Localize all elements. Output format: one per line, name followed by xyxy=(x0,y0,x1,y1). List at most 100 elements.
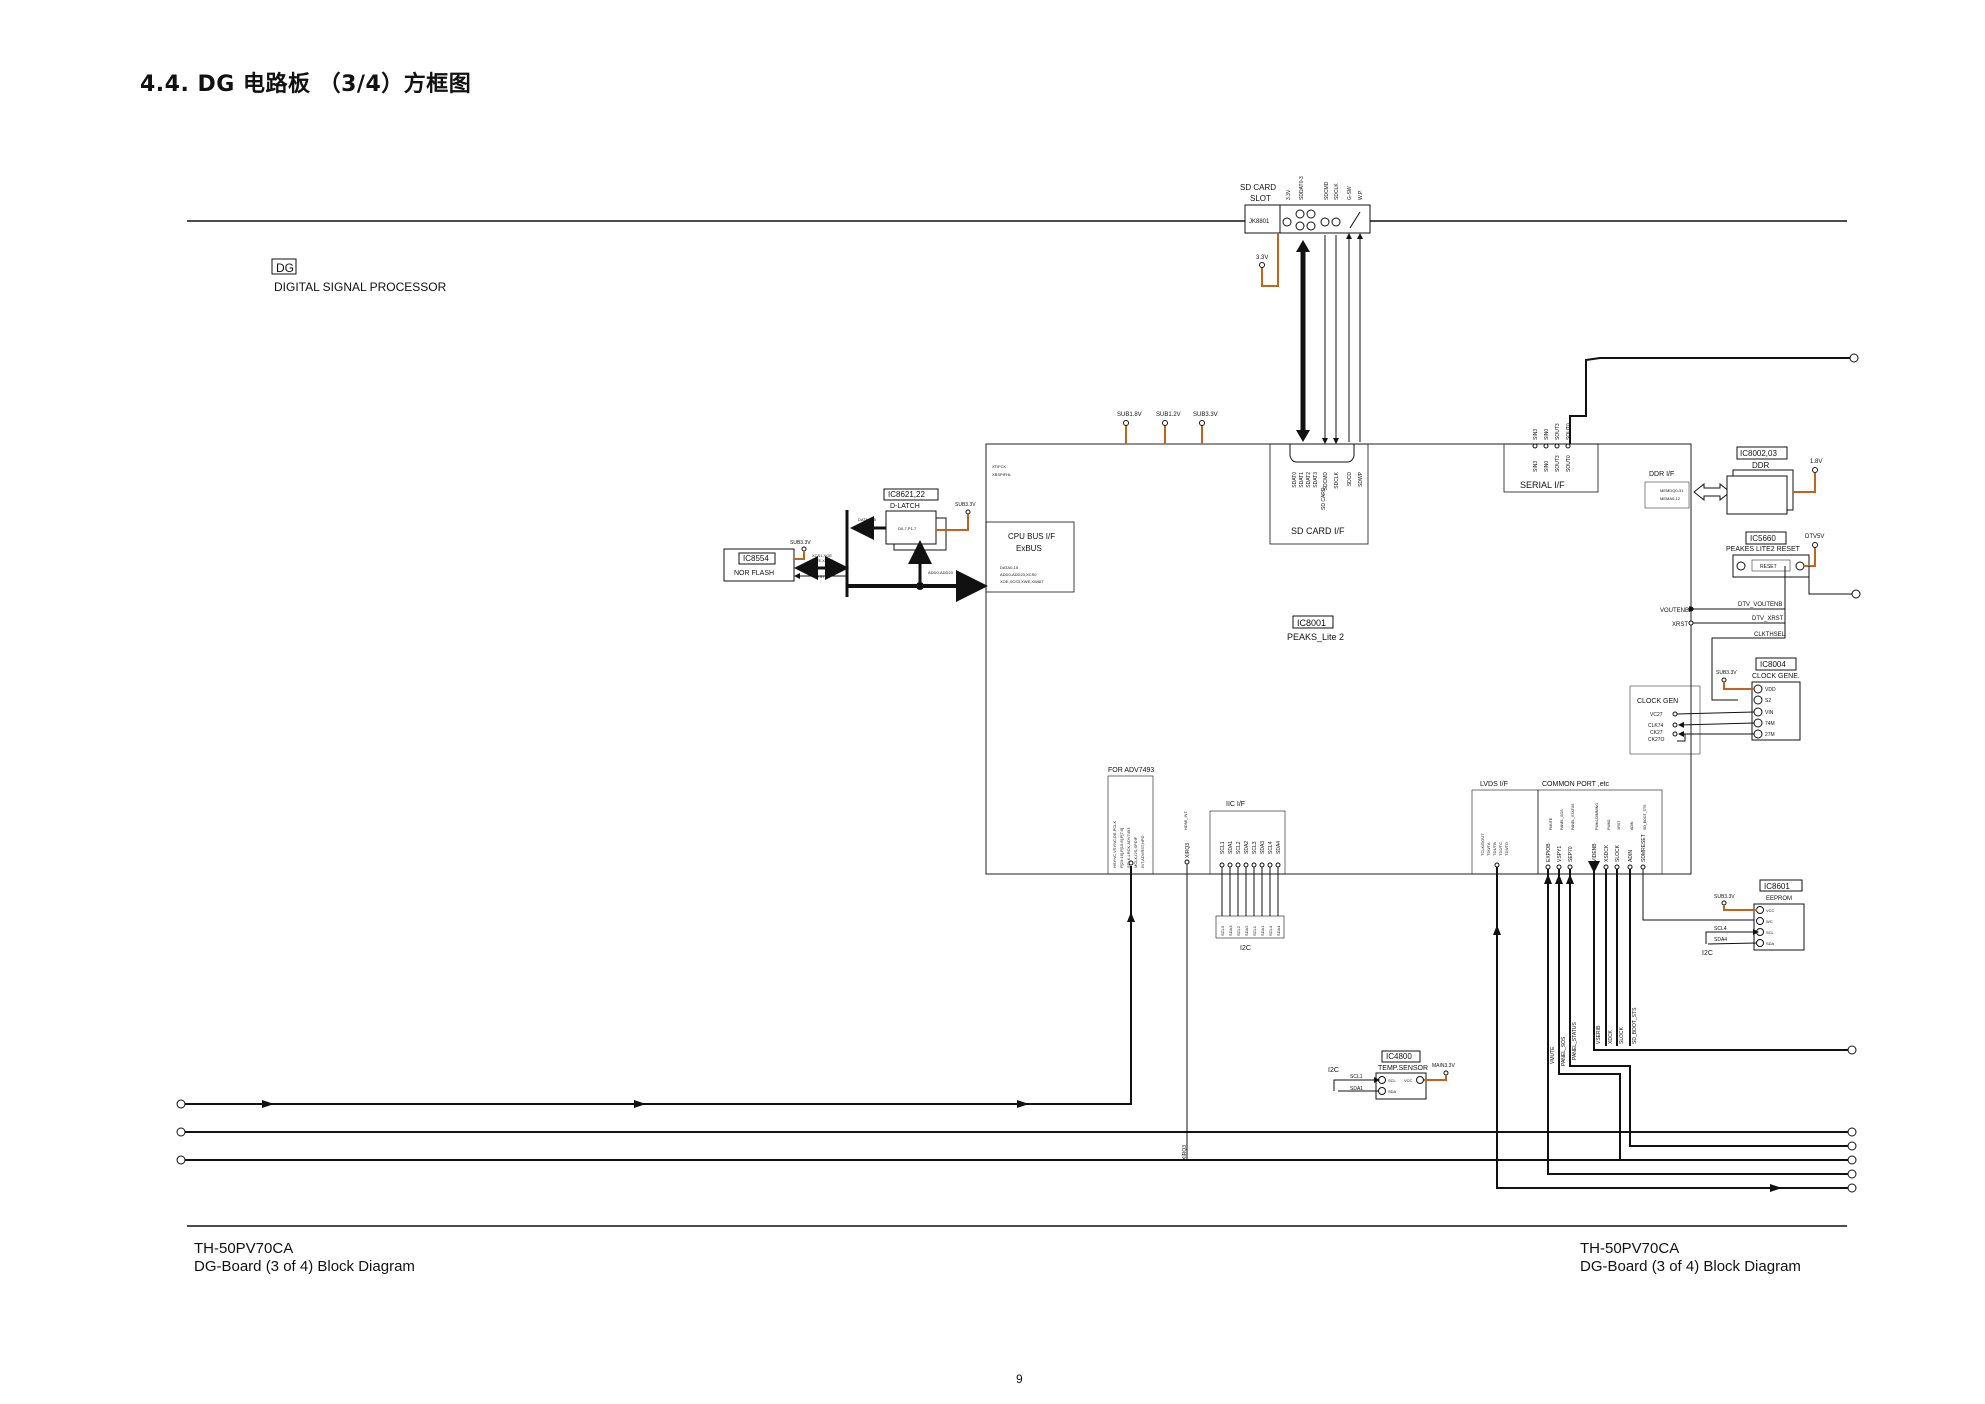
iic-pins: SCL1 SDA1 SCL2 SDA2 SCL3 SDA3 SCL4 SDA4 xyxy=(1220,841,1282,854)
reset-ref: IC5660 xyxy=(1750,534,1776,543)
svg-text:SCL1: SCL1 xyxy=(1220,841,1226,854)
footer-left-caption: DG-Board (3 of 4) Block Diagram xyxy=(194,1258,415,1275)
svg-text:SIN0: SIN0 xyxy=(1544,429,1550,440)
svg-text:SDA4: SDA4 xyxy=(1276,841,1282,854)
main-ic-box xyxy=(985,443,1692,875)
latch-supply: SUB3.3V xyxy=(955,502,976,508)
svg-text:SDCD: SDCD xyxy=(1347,472,1353,487)
svg-text:SDA1: SDA1 xyxy=(1228,841,1234,854)
main-ic-ref: IC8001 xyxy=(1297,618,1326,628)
svg-text:XIRQ3: XIRQ3 xyxy=(1185,843,1191,858)
svg-text:VC27: VC27 xyxy=(1650,712,1663,718)
svg-text:SD_BOOT_STS: SD_BOOT_STS xyxy=(1643,804,1647,830)
svg-text:SCL4: SCL4 xyxy=(1714,926,1727,932)
main-ic-inner-note2: XBSPIFHL xyxy=(992,472,1012,477)
svg-text:CLK74: CLK74 xyxy=(1648,723,1664,729)
svg-text:SIN3: SIN3 xyxy=(1533,429,1539,440)
iic-block: IIC I/F SCL1 SDA1 SCL2 SDA2 SCL3 SDA3 SC… xyxy=(1209,801,1286,952)
serial-label: SERIAL I/F xyxy=(1520,480,1565,490)
svg-text:EXPIOB: EXPIOB xyxy=(1546,843,1552,862)
svg-text:TCLK/DOUT: TCLK/DOUT xyxy=(1480,833,1485,856)
svg-text:SCL4: SCL4 xyxy=(1268,841,1274,854)
svg-text:DATA0-15: DATA0-15 xyxy=(1000,565,1019,570)
board-tag: DG xyxy=(276,261,294,275)
reset-supply: DTV5V xyxy=(1805,534,1824,540)
svg-text:SCL: SCL xyxy=(1766,930,1775,935)
reset-ic: IC5660 PEAKES LITE2 RESET RESET DTV5V xyxy=(1726,531,1861,599)
common-pins: EXPIOB VSPY1 SEP70 VIDENB XSDCK SLOCK AD… xyxy=(1546,834,1647,862)
svg-text:SDA3: SDA3 xyxy=(1260,841,1266,854)
svg-text:MEMDQ0-31: MEMDQ0-31 xyxy=(1660,488,1684,493)
svg-text:SDAT0: SDAT0 xyxy=(1292,472,1298,488)
svg-text:DTV_XRST: DTV_XRST xyxy=(1752,616,1784,622)
main-supplies: SUB1.8V SUB1.2V SUB3.3V xyxy=(1117,412,1218,444)
svg-text:SCL4: SCL4 xyxy=(1268,925,1273,936)
dtv-signals: VOUTENB DTV_VOUTENB XRST DTV_XRST CLKTHS… xyxy=(1660,566,1786,701)
svg-text:VSERIB: VSERIB xyxy=(1596,1025,1602,1044)
svg-text:TD0/TA: TD0/TA xyxy=(1486,842,1491,856)
svg-text:XRST: XRST xyxy=(1672,622,1688,628)
iic-out-pins: SCL3 SDA3 SCL2 SDA2 SCL1 SDA1 SCL4 SDA4 xyxy=(1220,925,1281,936)
clock-gen-label: CLOCK GEN xyxy=(1637,698,1678,705)
svg-text:SDA1: SDA1 xyxy=(1260,925,1265,936)
latch-name: D-LATCH xyxy=(890,503,920,510)
common-inner-labels: PMUTE PANEL_SOS PANEL_STATUS PWM1/DIMMIN… xyxy=(1549,803,1647,830)
svg-text:PWM1/DIMMING: PWM1/DIMMING xyxy=(1595,803,1599,830)
sd-inner-label: SD CARD xyxy=(1321,487,1327,510)
ddr-iface: DDR I/F xyxy=(1649,471,1674,478)
svg-text:SDWP: SDWP xyxy=(1358,471,1364,487)
svg-text:SCL: SCL xyxy=(1388,1078,1397,1083)
common-port: COMMON PORT ,etc PMUTE PANEL_SOS PANEL_S… xyxy=(1537,781,1857,1179)
eeprom-supply: SUB3.3V xyxy=(1714,894,1735,900)
temp-supply: MAIN3.3V xyxy=(1432,1063,1455,1069)
sd-pin-dat: SDDAT0-3 xyxy=(1299,176,1305,200)
svg-text:XDCK: XDCK xyxy=(1608,1029,1614,1044)
latch-ref: IC8621,22 xyxy=(888,490,925,499)
svg-text:SIN0: SIN0 xyxy=(1544,461,1550,472)
svg-text:CK27: CK27 xyxy=(1650,730,1663,736)
svg-text:ADIN: ADIN xyxy=(1630,821,1634,830)
sd-pin-gsw: G-SW xyxy=(1347,186,1353,200)
sd-iface-label: SD CARD I/F xyxy=(1291,526,1345,536)
iic-bus-label: I2C xyxy=(1240,945,1251,952)
svg-text:WC: WC xyxy=(1766,919,1773,924)
clock-block: CLOCK GEN VC27 CLK74 CK27 CK27O IC8004 C… xyxy=(1629,657,1801,755)
temp-sensor: IC4800 TEMP.SENSOR SCL SDA VCC MAIN3.3V … xyxy=(1328,1050,1455,1100)
svg-text:PANEL_STATUS: PANEL_STATUS xyxy=(1572,1022,1578,1060)
svg-text:CLKTHSEL: CLKTHSEL xyxy=(1754,632,1786,638)
svg-text:SDA: SDA xyxy=(1388,1089,1397,1094)
svg-text:S2: S2 xyxy=(1765,698,1771,704)
bottom-rails xyxy=(176,1099,1857,1165)
svg-text:VIDENB: VIDENB xyxy=(1592,843,1598,862)
svg-text:SDAT2: SDAT2 xyxy=(1306,472,1312,488)
svg-text:SDA3: SDA3 xyxy=(1228,925,1233,936)
adv-block: FOR ADV7493 HSYNC,VSYNC,DE,PCLK P[23:16]… xyxy=(181,767,1191,1160)
supply-sub18: SUB1.8V xyxy=(1117,412,1142,418)
svg-text:VOUTENB: VOUTENB xyxy=(1660,608,1689,614)
ddr-ref: IC8002,03 xyxy=(1740,449,1777,458)
svg-text:SDA1: SDA1 xyxy=(1350,1086,1363,1092)
svg-text:XCS1,XOE: XCS1,XOE xyxy=(812,553,832,558)
ddr-block: DDR I/F MEMDQ0-31 MEMA0-12 IC8002,03 DDR… xyxy=(1644,446,1822,515)
main-ic-name: PEAKS_Lite 2 xyxy=(1287,632,1344,642)
footer-left-model: TH-50PV70CA xyxy=(194,1240,294,1257)
svg-text:VCC: VCC xyxy=(1766,908,1775,913)
page-title: 4.4. DG 电路板 （3/4）方框图 xyxy=(140,72,472,97)
svg-text:SLOCK: SLOCK xyxy=(1619,1026,1625,1044)
footer-right-caption: DG-Board (3 of 4) Block Diagram xyxy=(1580,1258,1801,1275)
svg-text:HDMI_INT: HDMI_INT xyxy=(1183,811,1188,830)
svg-text:VIN: VIN xyxy=(1765,710,1774,716)
svg-text:P[23:16],P[15:8],P[7:0]: P[23:16],P[15:8],P[7:0] xyxy=(1119,828,1124,868)
sd-title-2: SLOT xyxy=(1250,194,1271,203)
svg-text:ADD0-ADD23: ADD0-ADD23 xyxy=(928,570,954,575)
eeprom-bus: I2C xyxy=(1702,950,1713,957)
svg-text:SOUT0: SOUT0 xyxy=(1566,455,1572,472)
svg-text:SDAT1: SDAT1 xyxy=(1299,472,1305,488)
svg-text:HSYNC,VSYNC,DE,PCLK: HSYNC,VSYNC,DE,PCLK xyxy=(1112,821,1117,868)
svg-text:MCLK,I2S,SPDIF: MCLK,I2S,SPDIF xyxy=(1133,836,1138,868)
nor-supply: SUB3.3V xyxy=(790,540,811,546)
svg-text:SCL3: SCL3 xyxy=(1252,841,1258,854)
svg-text:SOUT3: SOUT3 xyxy=(1555,423,1561,440)
board-name: DIGITAL SIGNAL PROCESSOR xyxy=(274,280,447,294)
